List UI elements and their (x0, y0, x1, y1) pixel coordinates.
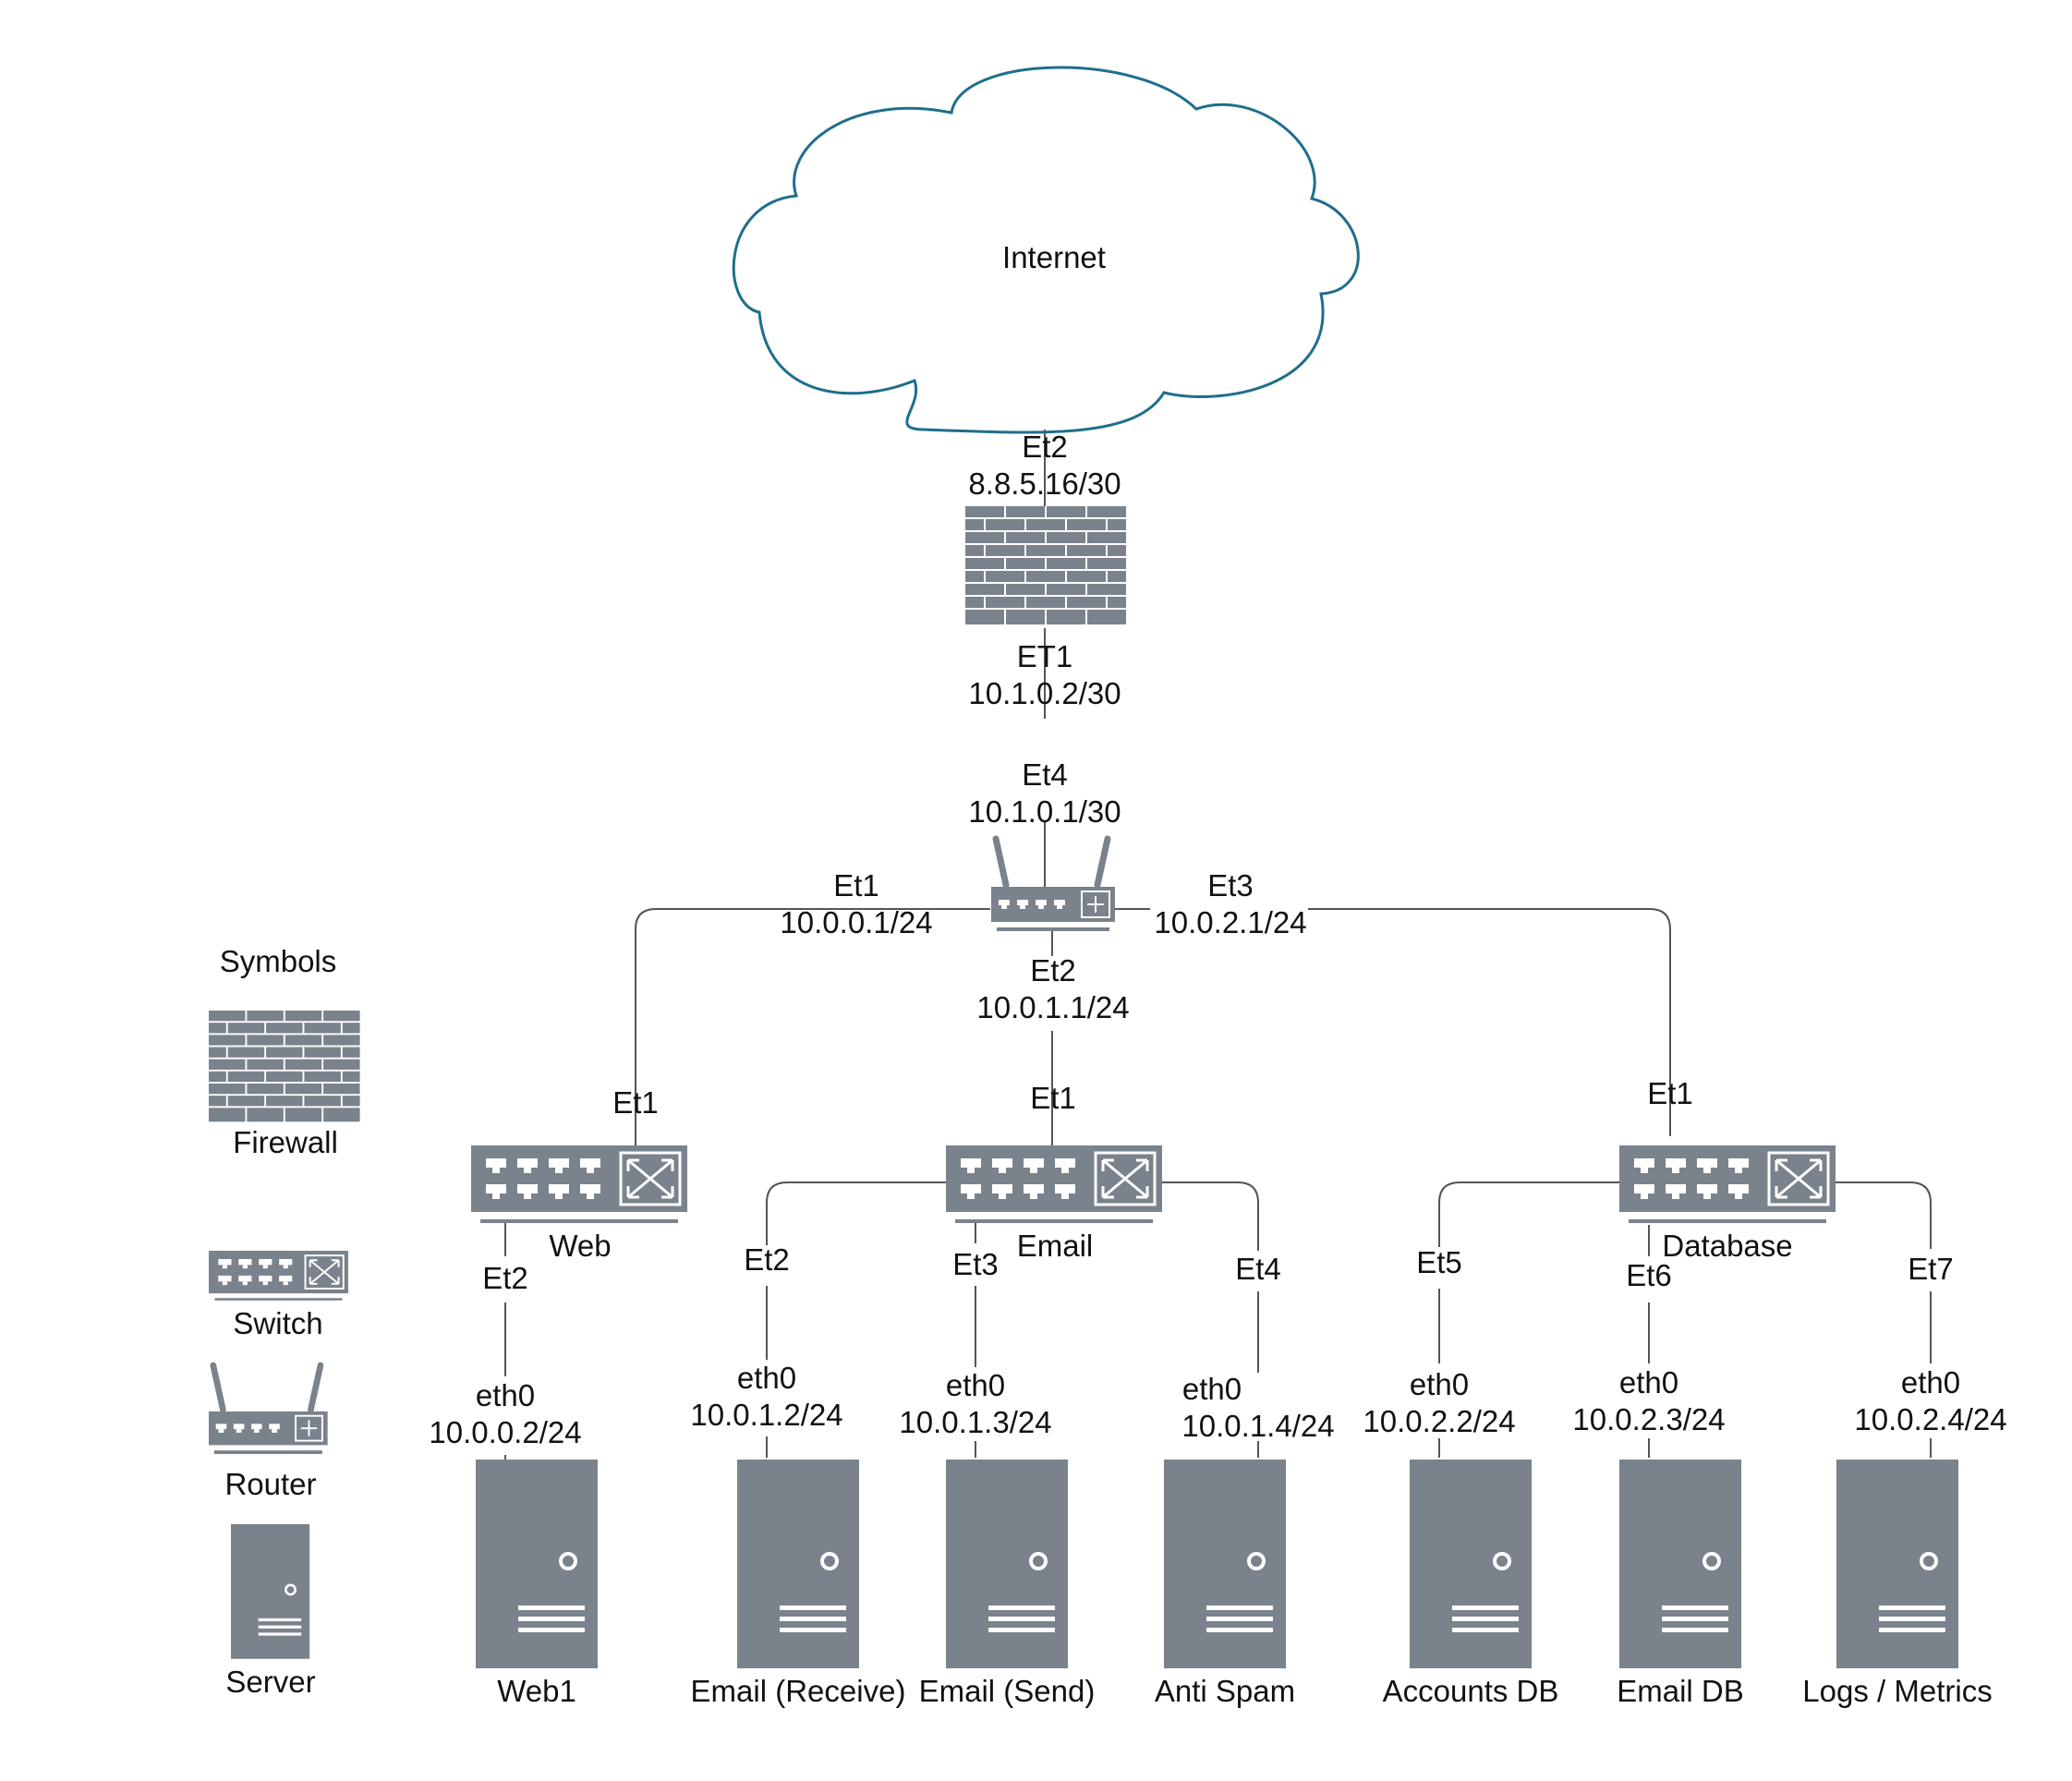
server-name: Email (Receive) (691, 1674, 906, 1708)
switch-database-uplink-port: Et1 (1647, 1076, 1693, 1110)
server-iface: eth0 (737, 1361, 796, 1395)
switch-database: Et1 Database (1618, 1076, 1837, 1263)
switch-database-name: Database (1662, 1229, 1792, 1263)
server-name: Web1 (497, 1674, 576, 1708)
server-icon (1618, 1458, 1743, 1670)
router-left-port: Et1 (833, 868, 879, 903)
firewall-icon (965, 506, 1126, 624)
router-top-port: Et4 (1022, 757, 1068, 792)
switch-web-uplink-port: Et1 (612, 1085, 659, 1120)
links (504, 430, 1932, 1460)
switch-icon (469, 1144, 689, 1225)
switch-web: Et1 Web (469, 1085, 689, 1263)
server-node: eth0 10.0.2.3/24 Email DB (1572, 1365, 1743, 1708)
switch-port-labels: Et2 Et2 Et3 Et4 Et5 Et6 Et7 (482, 1242, 1954, 1295)
router-bottom-port: Et2 (1030, 953, 1076, 987)
server-ip: 10.0.1.2/24 (690, 1398, 842, 1432)
server-node: eth0 10.0.1.4/24 Anti Spam (1155, 1372, 1335, 1708)
server-icon (474, 1458, 600, 1670)
router-right-ip: 10.0.2.1/24 (1154, 905, 1306, 939)
server-ip: 10.0.2.3/24 (1572, 1402, 1725, 1436)
server-icon (229, 1522, 311, 1661)
server-ip: 10.0.0.2/24 (429, 1415, 581, 1449)
server-iface: eth0 (1619, 1365, 1678, 1399)
server-node: eth0 10.0.0.2/24 Web1 (429, 1378, 600, 1708)
switch-email-uplink-port: Et1 (1030, 1081, 1076, 1115)
server-icon (1408, 1458, 1533, 1670)
legend-switch-label: Switch (233, 1306, 322, 1340)
server-name: Logs / Metrics (1802, 1674, 1992, 1708)
legend: Symbols Firewall Switch Router Server (209, 944, 360, 1699)
server-ip: 10.0.2.2/24 (1363, 1404, 1515, 1438)
server-icon (735, 1458, 861, 1670)
firewall-bottom-port: ET1 (1017, 639, 1073, 673)
switch-icon (1618, 1144, 1837, 1225)
firewall-top-port: Et2 (1022, 430, 1068, 464)
server-icon (1835, 1458, 1960, 1670)
router-icon (991, 839, 1115, 931)
router-left-ip: 10.0.0.1/24 (780, 905, 932, 939)
switch-web-name: Web (549, 1229, 611, 1263)
router-node: Et4 10.1.0.1/30 Et1 10.0.0.1/24 Et3 10.0… (780, 757, 1306, 1024)
internet-cloud: Internet (732, 66, 1360, 434)
server-node: eth0 10.0.2.4/24 Logs / Metrics (1802, 1365, 2006, 1708)
server-iface: eth0 (476, 1378, 535, 1412)
server-icon (1162, 1458, 1288, 1670)
link-db-et6: Et6 (1626, 1258, 1672, 1292)
switch-email-name: Email (1017, 1229, 1094, 1263)
server-ip: 10.0.1.4/24 (1181, 1409, 1334, 1443)
switch-icon (208, 1250, 349, 1302)
server-ip: 10.0.2.4/24 (1854, 1402, 2006, 1436)
server-node: eth0 10.0.1.2/24 Email (Receive) (690, 1361, 905, 1708)
link-db-et5: Et5 (1416, 1245, 1462, 1279)
server-name: Accounts DB (1383, 1674, 1559, 1708)
firewall-top-ip: 8.8.5.16/30 (968, 466, 1121, 501)
server-iface: eth0 (946, 1368, 1005, 1402)
legend-firewall-label: Firewall (233, 1125, 338, 1159)
cloud-label: Internet (1002, 240, 1106, 274)
server-iface: eth0 (1182, 1372, 1242, 1406)
switch-email: Et1 Email (944, 1081, 1164, 1263)
link-web-et2: Et2 (482, 1261, 528, 1295)
cloud-icon (732, 66, 1360, 434)
server-name: Email DB (1617, 1674, 1744, 1708)
legend-router-label: Router (224, 1467, 316, 1501)
switch-icon (944, 1144, 1164, 1225)
server-node: eth0 10.0.2.2/24 Accounts DB (1363, 1367, 1558, 1708)
server-ip: 10.0.1.3/24 (899, 1405, 1051, 1439)
server-name: Email (Send) (919, 1674, 1096, 1708)
router-icon (209, 1365, 328, 1454)
firewall-icon (209, 1011, 360, 1122)
server-icon (944, 1458, 1070, 1670)
router-top-ip: 10.1.0.1/30 (968, 794, 1121, 829)
link-email-et4: Et4 (1235, 1252, 1281, 1286)
link-db-et7: Et7 (1908, 1252, 1954, 1286)
server-iface: eth0 (1901, 1365, 1960, 1399)
server-name: Anti Spam (1155, 1674, 1295, 1708)
legend-server-label: Server (225, 1665, 315, 1699)
firewall-node: Et2 8.8.5.16/30 ET1 10.1.0.2/30 (965, 430, 1126, 710)
router-bottom-ip: 10.0.1.1/24 (976, 990, 1129, 1024)
router-right-port: Et3 (1207, 868, 1254, 903)
server-iface: eth0 (1410, 1367, 1469, 1401)
legend-title: Symbols (220, 944, 337, 978)
server-node: eth0 10.0.1.3/24 Email (Send) (899, 1368, 1095, 1708)
link-email-et3: Et3 (952, 1247, 999, 1281)
link-email-et2: Et2 (744, 1242, 790, 1277)
firewall-bottom-ip: 10.1.0.2/30 (968, 676, 1121, 710)
